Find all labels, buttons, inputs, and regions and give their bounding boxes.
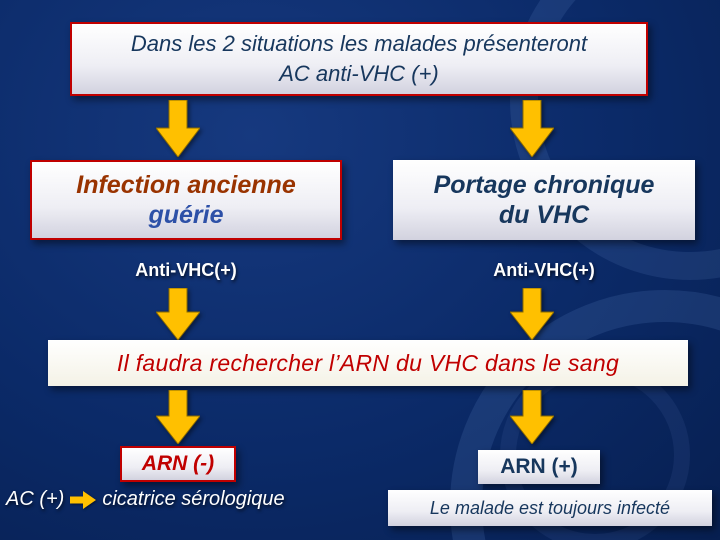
- arn-positive-label: ARN (+): [500, 455, 578, 478]
- right-diagnosis-line-2: du VHC: [498, 201, 590, 229]
- arn-positive-box: ARN (+): [478, 450, 600, 484]
- left-diagnosis-line-1: Infection ancienne: [76, 170, 296, 199]
- arn-negative-box: ARN (-): [120, 446, 236, 482]
- right-diagnosis-line-1: Portage chronique: [433, 170, 655, 199]
- right-serology-label: Anti-VHC(+): [493, 260, 595, 280]
- header-line-1: Dans les 2 situations les malades présen…: [130, 31, 588, 57]
- left-serology-label: Anti-VHC(+): [135, 260, 237, 280]
- header-box: Dans les 2 situations les malades présen…: [70, 22, 648, 96]
- right-conclusion-label: Le malade est toujours infecté: [429, 497, 671, 518]
- left-conclusion-suffix: cicatrice sérologique: [102, 488, 285, 510]
- left-diagnosis-box: Infection ancienne guérie: [30, 160, 342, 240]
- banner-text: Il faudra rechercher l’ARN du VHC dans l…: [116, 349, 620, 376]
- arn-negative-label: ARN (-): [141, 452, 215, 475]
- header-line-2: AC anti-VHC (+): [279, 61, 439, 86]
- banner-box: Il faudra rechercher l’ARN du VHC dans l…: [48, 340, 688, 386]
- down-arrow-icon: [510, 100, 554, 157]
- right-diagnosis-box: Portage chronique du VHC: [393, 160, 695, 240]
- down-arrow-icon: [510, 390, 554, 444]
- left-diagnosis-line-2: guérie: [148, 201, 224, 229]
- left-conclusion-text: AC (+) cicatrice sérologique: [6, 488, 378, 511]
- down-arrow-icon: [156, 288, 200, 340]
- right-conclusion-box: Le malade est toujours infecté: [388, 490, 712, 526]
- down-arrow-icon: [156, 100, 200, 157]
- down-arrow-icon: [156, 390, 200, 444]
- down-arrow-icon: [510, 288, 554, 340]
- right-arrow-icon: [70, 490, 97, 509]
- left-conclusion-prefix: AC (+): [6, 488, 65, 510]
